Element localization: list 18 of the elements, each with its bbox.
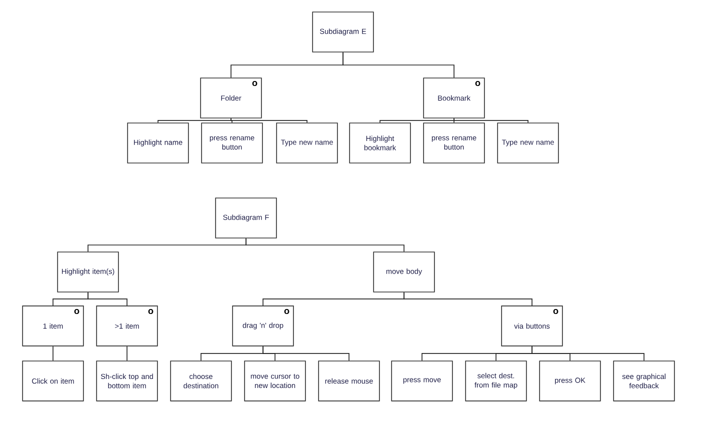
selection-mark: o: [284, 309, 290, 314]
connector-line: [404, 292, 532, 306]
connector-line: [230, 118, 308, 123]
connector-line: [126, 346, 128, 361]
connector-line: [262, 346, 350, 361]
connector-line: [380, 118, 454, 123]
connector-line: [532, 346, 644, 361]
connector-line: [52, 346, 54, 361]
connector-line: [454, 118, 528, 123]
connector-line: [342, 52, 454, 78]
connector-line: [88, 292, 128, 306]
selection-mark: o: [475, 81, 480, 86]
selection-mark: o: [74, 309, 80, 314]
connector-line: [158, 118, 232, 123]
connector-line: [246, 238, 404, 252]
selection-mark: o: [148, 309, 154, 314]
selection-mark: o: [252, 81, 258, 86]
selection-mark: o: [553, 309, 558, 314]
